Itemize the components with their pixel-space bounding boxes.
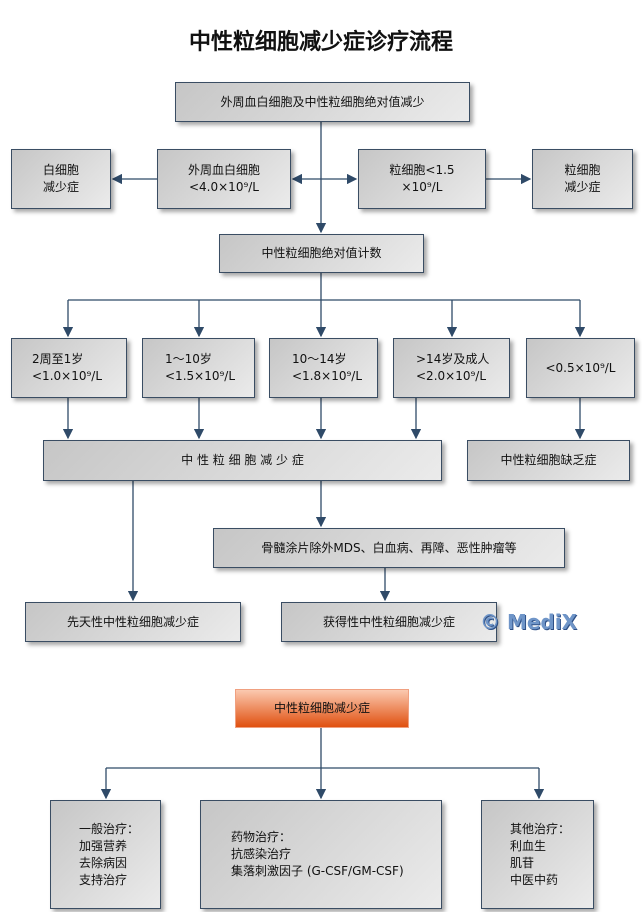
box-label: 获得性中性粒细胞减少症: [322, 614, 455, 629]
box-drug-treatment: 药物治疗： 抗感染治疗 集落刺激因子 (G-CSF/GM-CSF): [200, 800, 442, 909]
box-marrow: 骨髓涂片除外MDS、白血病、再障、恶性肿瘤等: [213, 528, 565, 568]
box-label: 白细胞 减少症: [42, 163, 79, 194]
box-label: 外周血白细胞及中性粒细胞绝对值减少: [220, 94, 425, 109]
box-severe: <0.5×10⁹/L: [526, 338, 635, 398]
box-congenital: 先天性中性粒细胞减少症: [25, 602, 241, 642]
box-label: 其他治疗： 利血生 肌苷 中医中药: [510, 821, 571, 887]
box-label: 外周血白细胞 <4.0×10⁹/L: [187, 163, 260, 194]
box-other-treatment: 其他治疗： 利血生 肌苷 中医中药: [481, 800, 594, 909]
box-label: 先天性中性粒细胞减少症: [66, 614, 199, 629]
box-label: >14岁及成人 <2.0×10⁹/L: [416, 352, 490, 383]
box-label: 药物治疗： 抗感染治疗 集落刺激因子 (G-CSF/GM-CSF): [231, 830, 404, 878]
box-label: 中性粒细胞减少症: [273, 701, 370, 715]
page-title: 中性粒细胞减少症诊疗流程: [188, 30, 453, 55]
box-label: <0.5×10⁹/L: [545, 360, 616, 375]
box-gran-count: 粒细胞<1.5 ×10⁹/L: [358, 149, 486, 209]
box-age2: 1～10岁 <1.5×10⁹/L: [142, 338, 255, 398]
box-age3: 10～14岁 <1.8×10⁹/L: [269, 338, 378, 398]
box-label: 中性粒细胞绝对值计数: [261, 246, 382, 260]
box-top: 外周血白细胞及中性粒细胞绝对值减少: [175, 82, 470, 122]
box-wbc-low: 白细胞 减少症: [11, 149, 111, 209]
box-label: 中 性 粒 细 胞 减 少 症: [181, 453, 304, 467]
box-label: 2周至1岁 <1.0×10⁹/L: [32, 352, 103, 383]
box-agranulocytosis: 中性粒细胞缺乏症: [467, 440, 630, 481]
box-anc: 中性粒细胞绝对值计数: [219, 234, 424, 273]
box-acquired: 获得性中性粒细胞减少症: [281, 602, 497, 642]
box-age4: >14岁及成人 <2.0×10⁹/L: [393, 338, 510, 398]
box-label: 1～10岁 <1.5×10⁹/L: [165, 352, 236, 383]
box-label: 一般治疗： 加强营养 去除病因 支持治疗: [79, 821, 140, 887]
box-label: 粒细胞<1.5 ×10⁹/L: [389, 163, 455, 194]
box-general-treatment: 一般治疗： 加强营养 去除病因 支持治疗: [50, 800, 161, 909]
watermark: © MediX: [480, 610, 578, 634]
box-treatment-root: 中性粒细胞减少症: [235, 689, 409, 728]
box-label: 骨髓涂片除外MDS、白血病、再障、恶性肿瘤等: [261, 540, 517, 555]
box-neutropenia: 中 性 粒 细 胞 减 少 症: [43, 440, 442, 481]
box-label: 中性粒细胞缺乏症: [500, 453, 597, 467]
box-age1: 2周至1岁 <1.0×10⁹/L: [11, 338, 127, 398]
box-label: 10～14岁 <1.8×10⁹/L: [292, 352, 363, 383]
box-gran-low: 粒细胞 减少症: [532, 149, 633, 209]
box-label: 粒细胞 减少症: [564, 163, 601, 194]
box-wbc-count: 外周血白细胞 <4.0×10⁹/L: [157, 149, 291, 209]
